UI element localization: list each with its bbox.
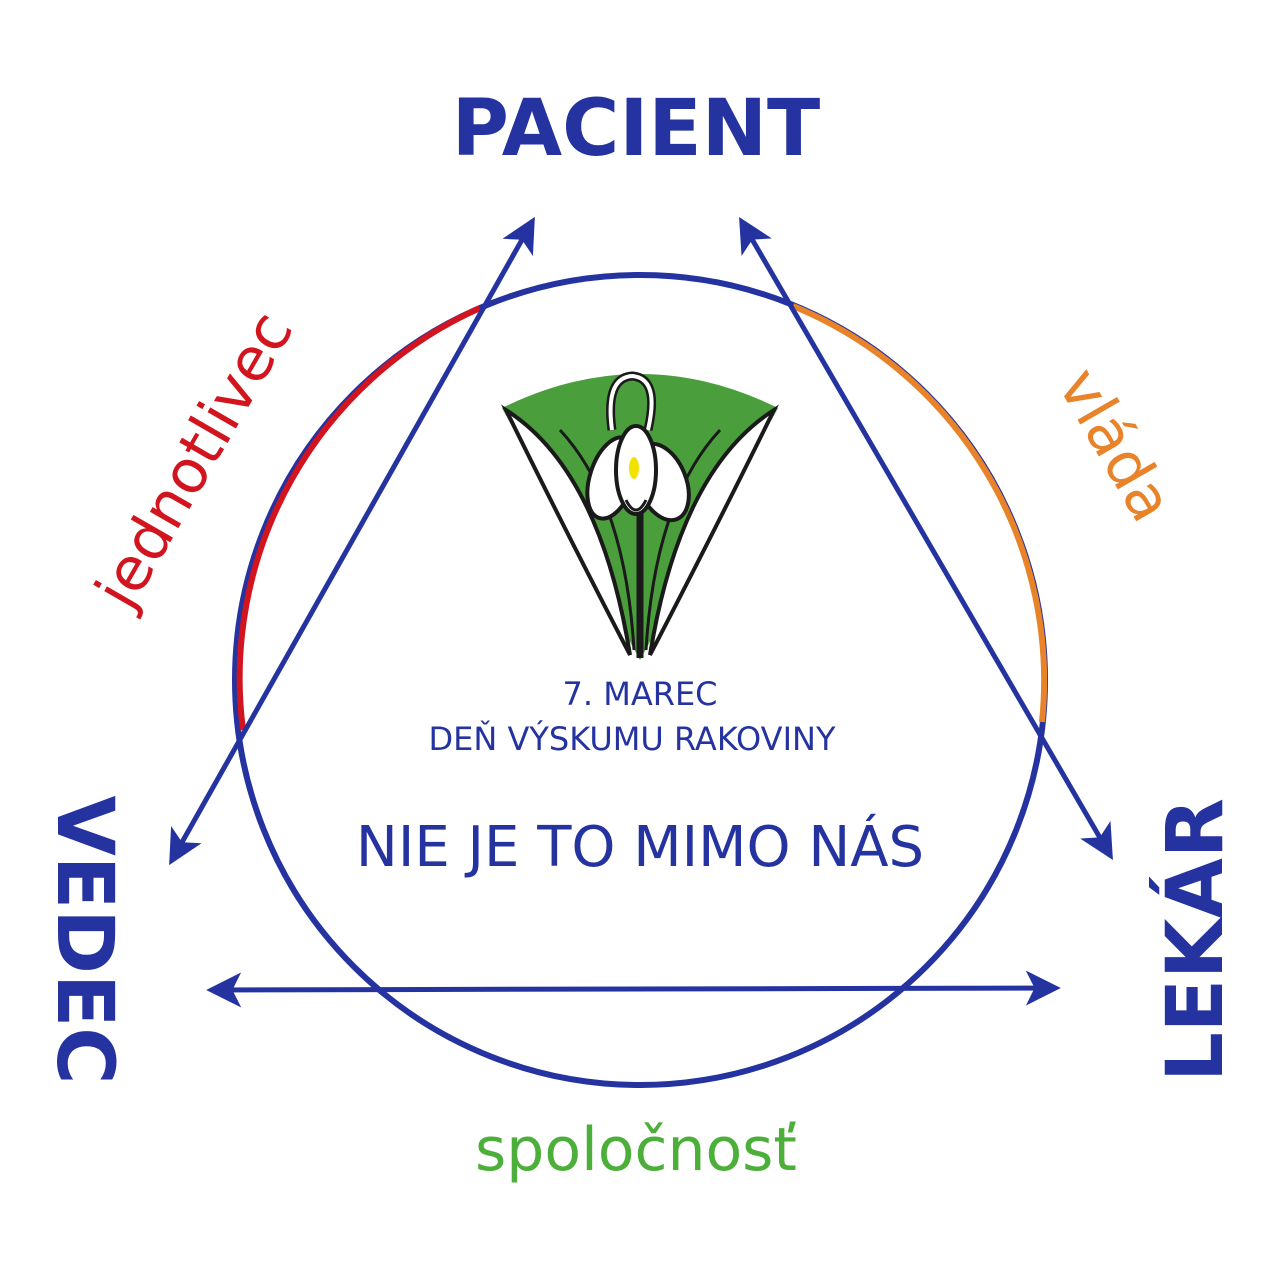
arrow-pacient-lekar: [739, 216, 1113, 861]
logo-leaf-left: [501, 404, 632, 656]
node-label-vedec: VEDEC: [39, 796, 129, 1085]
arrow-pacient-vedec: [169, 216, 535, 866]
logo-leaf-right: [648, 404, 779, 656]
snowdrop-logo: [501, 371, 779, 660]
node-label-lekar: LEKÁR: [1149, 798, 1241, 1082]
edge-label-vlada: vláda: [1044, 357, 1187, 534]
edge-label-spolocnost: spoločnosť: [475, 1115, 797, 1185]
logo-leaf-vein-left: [558, 428, 636, 651]
logo-flower-hook-inner: [608, 373, 654, 431]
center-slogan: NIE JE TO MIMO NÁS: [356, 815, 924, 880]
edge-label-jednotlivec: jednotlivec: [81, 300, 307, 621]
arrow-vedec-lekar: [206, 970, 1061, 1008]
logo-petal-detail: [624, 499, 648, 512]
center-event: DEŇ VÝSKUMU RAKOVINY: [429, 720, 836, 758]
node-label-pacient: PACIENT: [452, 84, 820, 174]
triangle-arrows: [169, 216, 1113, 1008]
circle-orange-arc: [791, 303, 1048, 723]
logo-flower-stamen: [629, 457, 639, 479]
center-date: 7. MAREC: [563, 675, 718, 713]
